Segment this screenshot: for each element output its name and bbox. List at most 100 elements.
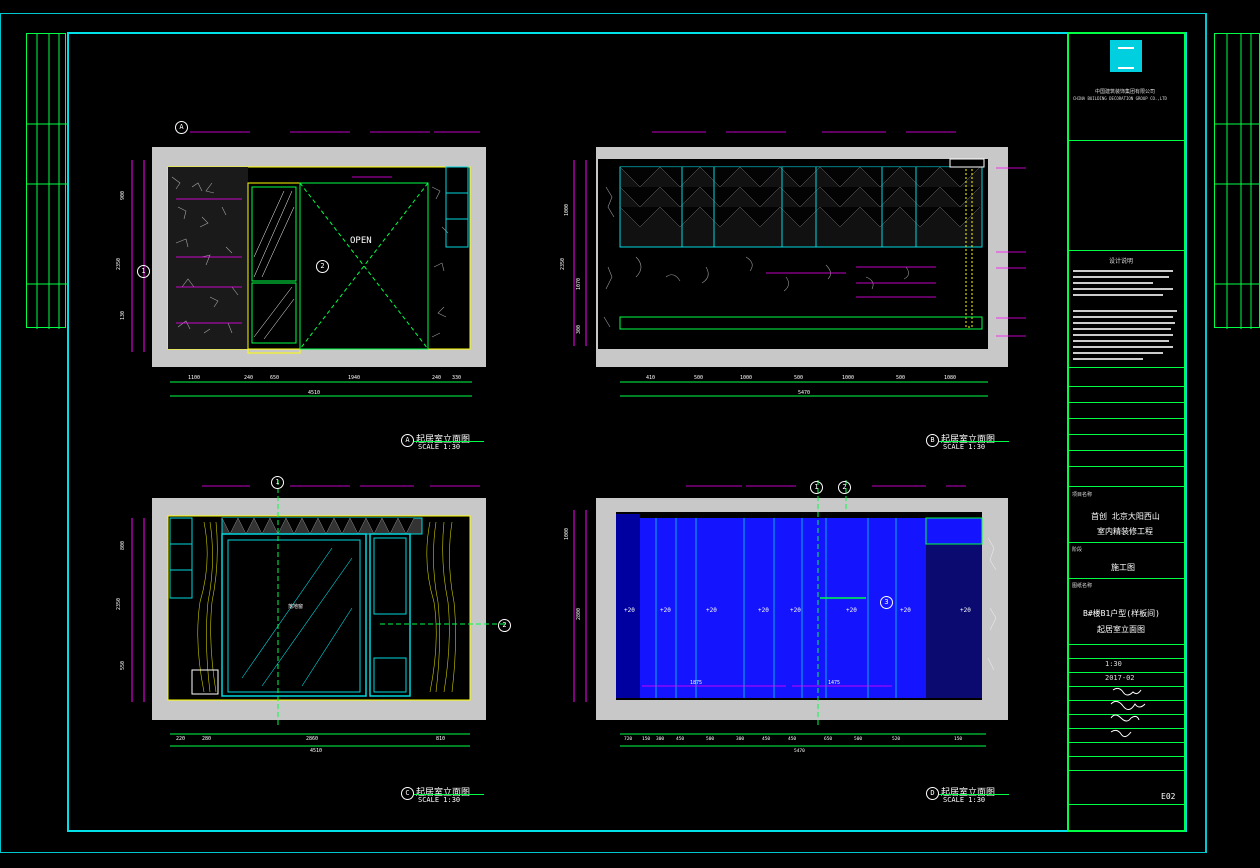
dim-label: 520 — [892, 736, 900, 742]
view-c-scale: SCALE 1:30 — [418, 796, 461, 804]
tb-divider — [1069, 450, 1184, 451]
dim-label: 500 — [694, 375, 703, 381]
view-c-underline — [414, 794, 484, 795]
revision-strip-right — [1214, 33, 1260, 329]
dim-total: 5470 — [794, 748, 805, 754]
elevation-b-drawing — [598, 158, 988, 349]
tb-divider — [1069, 466, 1184, 467]
dim-label: 720 — [624, 736, 632, 742]
revision-strip-left-grid — [27, 34, 67, 329]
tb-divider — [1069, 728, 1184, 729]
dim-label: 240 — [244, 375, 253, 381]
tb-divider — [1069, 672, 1184, 673]
height-label: +20 — [846, 607, 857, 614]
elevation-c-drawing: 落地窗 — [167, 515, 471, 701]
dim-label: 800 — [120, 541, 126, 550]
dim-label: 500 — [896, 375, 905, 381]
signature-marks — [1110, 687, 1146, 738]
height-label: +20 — [900, 607, 911, 614]
view-d-title: 起居室立面图 — [941, 788, 996, 798]
dim-label: 1100 — [188, 375, 200, 381]
dim-label: 1940 — [348, 375, 360, 381]
dim-label: 300 — [656, 736, 664, 742]
drawing-title-line1: B#楼B1户型(样板间) — [1083, 609, 1160, 618]
tb-divider — [1069, 434, 1184, 435]
dim-label: 2350 — [116, 598, 122, 610]
height-label: +20 — [960, 607, 971, 614]
tb-divider — [1069, 578, 1184, 579]
tb-divider — [1069, 686, 1184, 687]
dim-label: 1000 — [564, 204, 570, 216]
tb-divider — [1069, 486, 1184, 487]
dim-label: 130 — [120, 311, 126, 320]
elevation-a-leaders — [190, 131, 480, 133]
section-marker-c2-icon: 2 — [498, 619, 511, 632]
company-name-cn: 中国建筑装饰集团有限公司 — [1095, 89, 1156, 95]
dim-label: 280 — [202, 736, 211, 742]
title-block: 中国建筑装饰集团有限公司 CHINA BUILDING DECORATION G… — [1067, 32, 1186, 832]
dim-label: 500 — [854, 736, 862, 742]
tb-divider — [1069, 542, 1184, 543]
view-d-letter: D — [926, 787, 939, 800]
dim-label: 2350 — [116, 258, 122, 270]
section-marker-d1-icon: 1 — [810, 481, 823, 494]
height-label: +20 — [660, 607, 671, 614]
section-marker-a-icon: 1 — [137, 265, 150, 278]
view-c-title: 起居室立面图 — [416, 788, 471, 798]
elevation-d-drawing: +20 +20 +20 +20 +20 +20 +20 +20 1875 147… — [616, 512, 997, 700]
dim-total: 5470 — [798, 390, 810, 396]
elevation-a-marker-icon: A — [175, 121, 188, 134]
company-name-en: CHINA BUILDING DECORATION GROUP CO.,LTD — [1073, 96, 1167, 101]
dim-label: 150 — [642, 736, 650, 742]
dim-label: 450 — [762, 736, 770, 742]
dim-label: 650 — [824, 736, 832, 742]
height-label: +20 — [706, 607, 717, 614]
dim-label: 900 — [120, 191, 126, 200]
dim-label: 500 — [706, 736, 714, 742]
section-marker-d2-icon: 2 — [838, 481, 851, 494]
tb-divider — [1069, 418, 1184, 419]
dim-label: 810 — [436, 736, 445, 742]
tb-divider — [1069, 644, 1184, 645]
dim-label: 300 — [576, 325, 582, 334]
dim-label: 2860 — [306, 736, 318, 742]
revision-strip-right-grid — [1215, 34, 1260, 329]
elevation-c-dimensions: 220 280 2860 810 4510 800 2350 550 — [116, 480, 506, 754]
elevation-d-dimensions: 720 150 300 450 500 300 450 450 650 500 … — [564, 480, 986, 754]
drawing-title-line2: 起居室立面图 — [1097, 625, 1145, 634]
dim-total: 4510 — [310, 748, 322, 754]
dim-label: 1000 — [740, 375, 752, 381]
dim-label: 650 — [270, 375, 279, 381]
dim-label: 1875 — [690, 680, 702, 686]
view-a-letter: A — [401, 434, 414, 447]
stage-label: 阶段 — [1072, 547, 1083, 553]
dim-label: 500 — [794, 375, 803, 381]
revision-strip-left — [26, 33, 67, 329]
tb-divider — [1069, 804, 1184, 805]
section-marker-a2-icon: 2 — [316, 260, 329, 273]
drawing-frame-right — [1206, 13, 1260, 853]
tb-divider — [1069, 140, 1184, 141]
elevation-b-dimensions: 410 500 1000 500 1000 500 1080 5470 1000… — [560, 131, 1026, 397]
window-label: 落地窗 — [288, 603, 303, 610]
height-label: +20 — [758, 607, 769, 614]
height-label: +20 — [624, 607, 635, 614]
date-value: 2017-02 — [1105, 674, 1135, 682]
dim-label: 550 — [120, 661, 126, 670]
tb-divider — [1069, 658, 1184, 659]
dim-label: 450 — [676, 736, 684, 742]
tb-divider — [1069, 700, 1184, 701]
view-d-scale: SCALE 1:30 — [943, 796, 986, 804]
tb-divider — [1069, 386, 1184, 387]
tb-divider — [1069, 367, 1184, 368]
drawing-title-label: 图纸名称 — [1072, 583, 1093, 589]
stage-value: 施工图 — [1111, 563, 1135, 572]
view-d-underline — [939, 794, 1009, 795]
project-name-line1: 首创 北京大阳西山 — [1091, 512, 1160, 521]
tb-divider — [1069, 714, 1184, 715]
project-label: 项目名称 — [1072, 492, 1093, 498]
open-label: OPEN — [350, 236, 372, 246]
design-notes-title: 设计说明 — [1109, 258, 1134, 265]
view-c-letter: C — [401, 787, 414, 800]
drawing-number: E02 — [1161, 792, 1176, 801]
